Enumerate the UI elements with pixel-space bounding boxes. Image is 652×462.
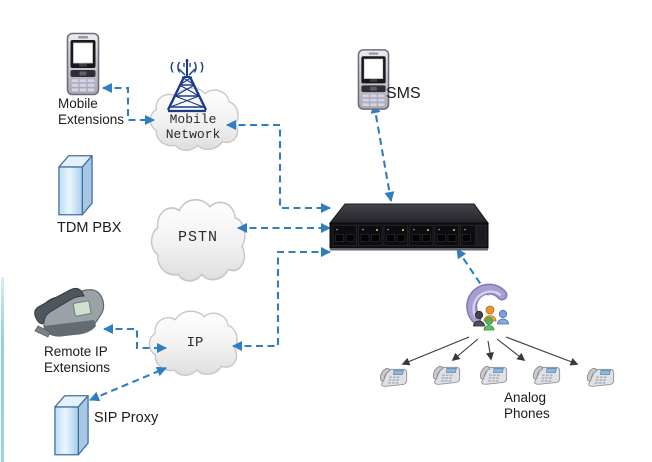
tdm-pbx-icon bbox=[58, 155, 93, 216]
person-green bbox=[483, 317, 495, 331]
link-remoteip-ipcloud bbox=[103, 324, 167, 353]
radio-wave-right: )) bbox=[192, 62, 205, 74]
analog-phone-icon bbox=[433, 365, 461, 385]
cell-tower-icon: (( )) bbox=[166, 59, 208, 113]
link-ip-gateway bbox=[232, 247, 331, 351]
pstn-cloud-label: PSTN bbox=[177, 229, 218, 246]
sip-proxy-label: SIP Proxy bbox=[94, 410, 159, 426]
analog-fanout-arrows bbox=[401, 336, 579, 366]
person-blue bbox=[497, 309, 509, 325]
mobile-network-cloud-label: Mobile Network bbox=[165, 112, 221, 142]
sms-phone-icon bbox=[357, 49, 390, 110]
sip-proxy-icon bbox=[54, 395, 89, 456]
person-dark bbox=[473, 310, 485, 327]
link-mobilenetwork-gateway bbox=[226, 120, 331, 213]
analog-phone-icon bbox=[480, 365, 508, 385]
analog-phones-label: Analog Phones bbox=[504, 390, 550, 421]
link-sms-gateway bbox=[370, 103, 395, 202]
mobile-extensions-label: Mobile Extensions bbox=[58, 96, 125, 127]
remote-ip-extensions-label: Remote IP Extensions bbox=[44, 344, 111, 375]
analog-phone-icon bbox=[380, 367, 408, 387]
link-sipproxy-ipcloud bbox=[89, 366, 167, 402]
gateway-device-icon bbox=[328, 203, 489, 251]
link-mobileext-mobilenetwork bbox=[102, 83, 155, 125]
analog-phone-icon bbox=[533, 365, 561, 385]
ip-cloud-label: IP bbox=[186, 335, 204, 351]
left-edge-accent-line bbox=[1, 277, 4, 462]
analog-phone-icon bbox=[587, 367, 615, 387]
sms-label: SMS bbox=[386, 85, 421, 102]
radio-wave-left: (( bbox=[169, 62, 182, 74]
remote-ip-phone-icon bbox=[34, 287, 105, 338]
mobile-extension-phone-icon bbox=[66, 32, 100, 96]
users-handset-icon bbox=[466, 283, 509, 331]
tdm-pbx-label: TDM PBX bbox=[57, 220, 122, 236]
